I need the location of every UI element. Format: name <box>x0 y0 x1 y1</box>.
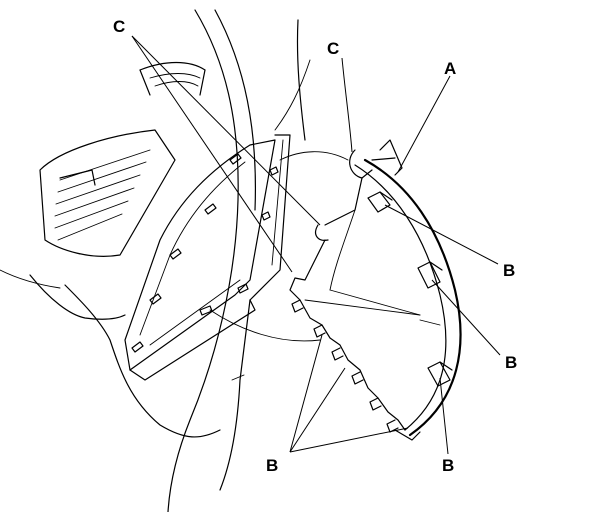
callout-b-mid-right: B <box>505 353 518 372</box>
dashboard-body <box>0 9 311 512</box>
callout-c-left: C <box>113 17 126 36</box>
callout-b-top-right: B <box>503 261 516 280</box>
callout-c-middle: C <box>327 39 340 58</box>
callout-b-bottom-right: B <box>442 456 455 475</box>
callout-b-bottom: B <box>266 456 279 475</box>
leader-lines <box>131 35 501 455</box>
callout-a: A <box>444 59 457 78</box>
trim-panel-a <box>289 139 462 441</box>
connection-lines <box>209 151 421 342</box>
